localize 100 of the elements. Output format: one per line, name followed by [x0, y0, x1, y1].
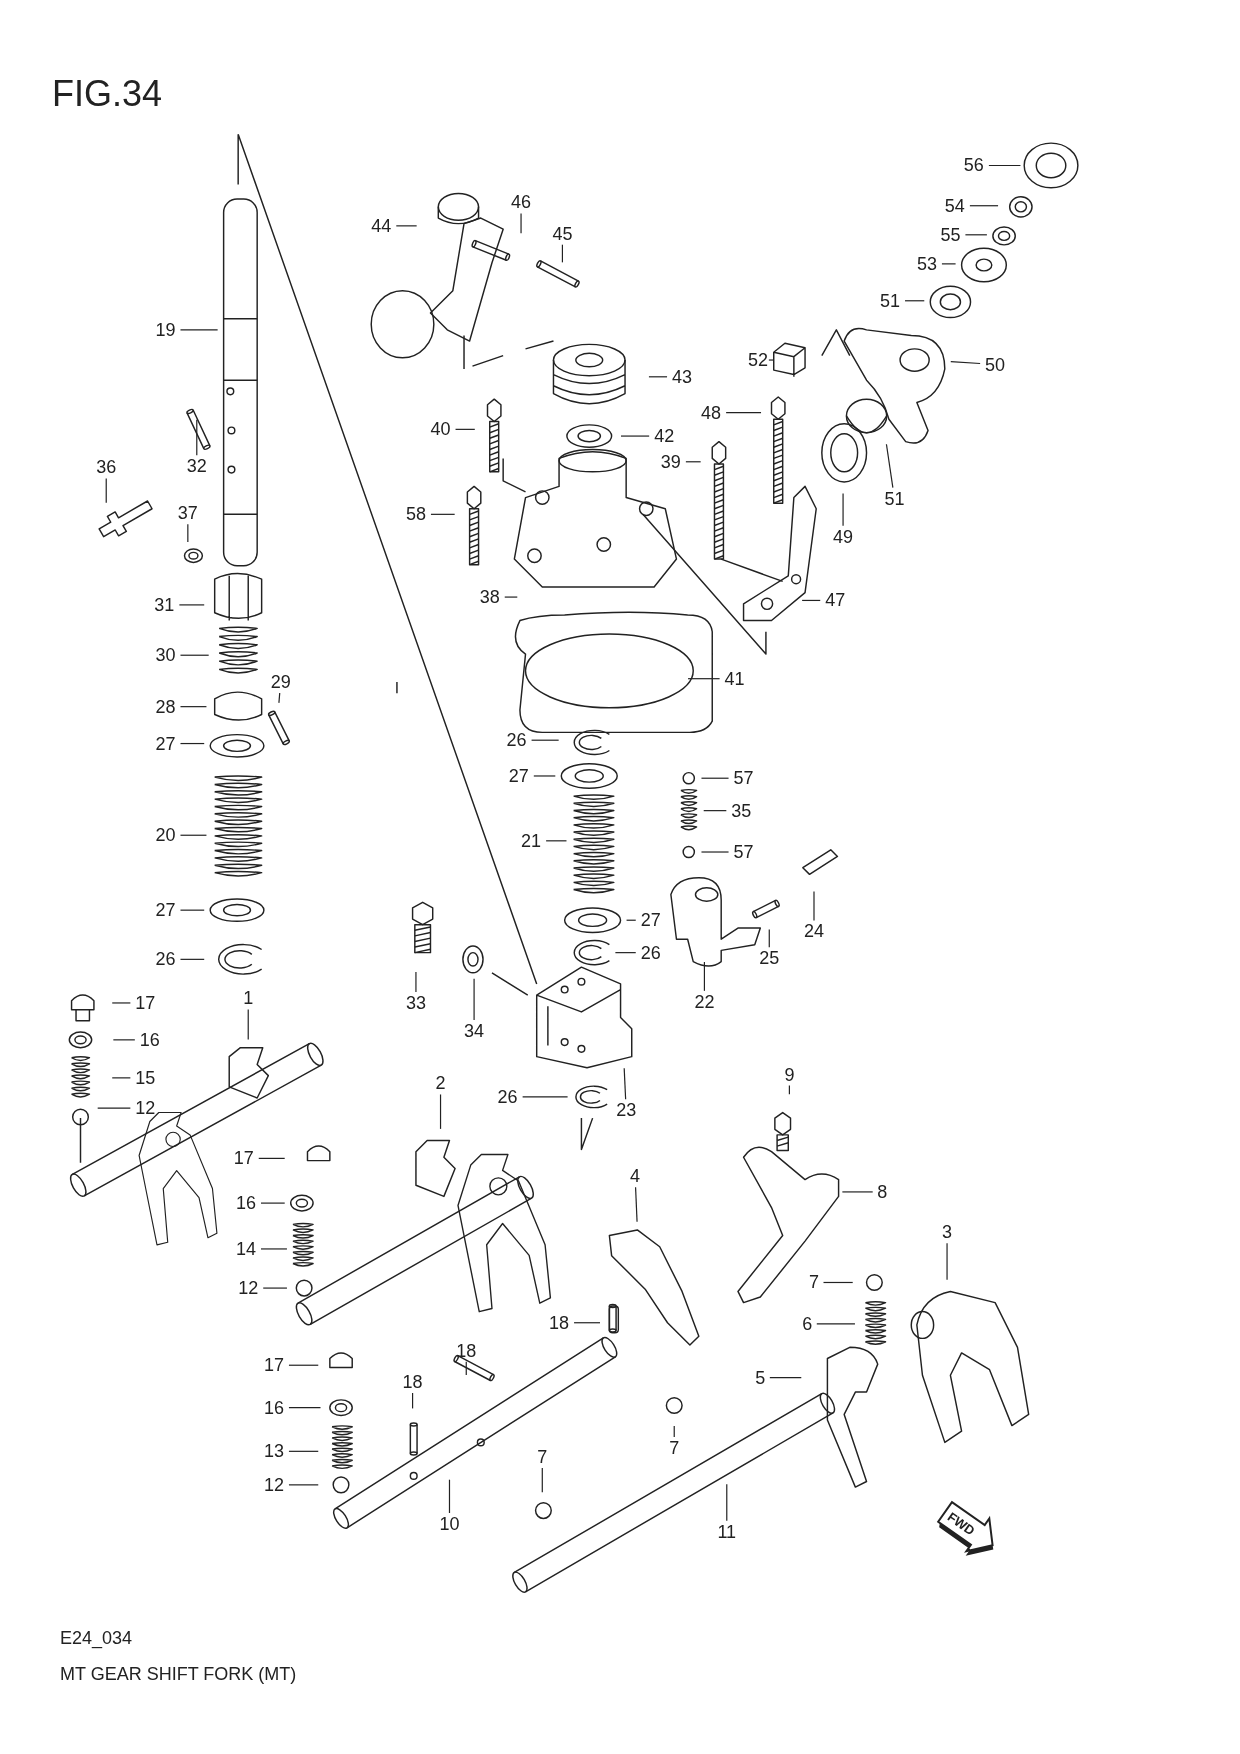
- callout-number: 32: [186, 456, 207, 477]
- leader-line: [700, 851, 730, 853]
- callout-number: 57: [733, 768, 754, 789]
- figure-title: FIG.34: [52, 76, 163, 112]
- leader-line: [179, 909, 205, 911]
- callout-number: 57: [733, 842, 754, 862]
- callout-number: 18: [402, 1372, 423, 1392]
- leader-line: [473, 978, 475, 1021]
- callout-number: 30: [155, 645, 176, 666]
- callout-number: 42: [654, 426, 675, 447]
- callout-number: 7: [809, 1272, 819, 1293]
- callout-number: 10: [439, 1514, 460, 1534]
- callout-number: 25: [759, 948, 780, 969]
- callout-number: 21: [521, 830, 542, 851]
- callout-number: 24: [803, 921, 824, 942]
- leader-line: [522, 1096, 569, 1098]
- callout-number: 5: [755, 1367, 766, 1388]
- leader-line: [430, 513, 456, 515]
- leader-line: [179, 706, 208, 708]
- leader-line: [196, 419, 198, 456]
- callout-number: 39: [660, 451, 681, 472]
- callout-number: 56: [963, 155, 984, 176]
- callout-number: 17: [263, 1355, 284, 1376]
- callout-number: 45: [552, 223, 573, 244]
- callout-number: 12: [135, 1098, 156, 1119]
- leader-line: [725, 412, 762, 414]
- callout-number: 27: [508, 765, 529, 786]
- leader-line: [801, 599, 821, 602]
- figure-caption: MT GEAR SHIFT FORK (MT): [60, 1664, 297, 1685]
- callout-number: 27: [155, 900, 176, 921]
- leader-line: [541, 1467, 543, 1493]
- callout-number: 7: [537, 1446, 548, 1467]
- leader-line: [687, 678, 721, 680]
- callout-number: 16: [235, 1193, 256, 1214]
- callout-number: 26: [506, 730, 527, 751]
- leader-line: [768, 928, 770, 948]
- callout-number: 2: [435, 1073, 446, 1094]
- callout-number: 27: [640, 910, 661, 931]
- leader-line: [964, 234, 988, 236]
- callout-number: 11: [717, 1521, 737, 1542]
- callout-number: 1: [243, 988, 254, 1009]
- callout-number: 12: [238, 1278, 259, 1299]
- callout-number: 52: [748, 350, 769, 371]
- leader-line: [111, 1002, 131, 1004]
- leader-line: [941, 263, 957, 265]
- callout-number: 19: [155, 319, 176, 340]
- leader-line: [950, 360, 981, 365]
- callout-number: 17: [135, 992, 156, 1013]
- callout-number: 37: [177, 503, 198, 524]
- callout-number: 35: [731, 800, 752, 821]
- callout-number: 46: [511, 192, 532, 213]
- callout-number: 26: [640, 942, 661, 963]
- leader-line: [262, 1287, 288, 1289]
- leader-line: [885, 443, 894, 489]
- callout-number: 33: [405, 992, 426, 1013]
- callout-number: 26: [497, 1086, 518, 1107]
- fwd-direction-arrow: FWD: [936, 1500, 994, 1556]
- leader-line: [946, 1242, 948, 1281]
- callout-number: 18: [456, 1340, 477, 1361]
- callout-number: 16: [263, 1397, 284, 1418]
- callout-number: 6: [802, 1313, 813, 1334]
- drawing-code: E24_034: [60, 1628, 133, 1649]
- leader-line: [788, 1084, 790, 1095]
- leader-line: [179, 654, 210, 656]
- callout-number: 50: [985, 354, 1006, 375]
- leader-line: [769, 1376, 802, 1379]
- callout-number: 3: [942, 1222, 953, 1243]
- leader-line: [726, 1483, 728, 1522]
- leader-line: [969, 205, 999, 207]
- leader-line: [561, 244, 563, 263]
- leader-line: [412, 1392, 414, 1410]
- leader-line: [623, 1067, 627, 1100]
- leader-line: [179, 742, 205, 745]
- leader-line: [247, 1008, 249, 1041]
- leader-line: [504, 596, 518, 598]
- callout-number: 47: [825, 590, 846, 611]
- leader-line: [179, 834, 208, 836]
- leader-line: [768, 359, 774, 361]
- leader-line: [260, 1202, 286, 1204]
- callout-number: 8: [877, 1181, 888, 1202]
- leader-line: [454, 428, 476, 430]
- callout-number: 28: [155, 696, 176, 717]
- leader-line: [97, 1107, 131, 1109]
- callout-number: 18: [549, 1312, 570, 1333]
- callout-number: 29: [270, 672, 291, 693]
- callout-number: 15: [135, 1067, 156, 1088]
- leader-line: [465, 1361, 467, 1376]
- callout-number: 40: [430, 419, 451, 440]
- leader-line: [395, 225, 418, 227]
- leader-line: [533, 775, 556, 777]
- leader-line: [648, 376, 668, 378]
- leader-line: [700, 777, 730, 779]
- callout-number: 17: [233, 1148, 254, 1169]
- leader-line: [842, 492, 844, 527]
- leader-line: [288, 1407, 322, 1409]
- leader-line: [187, 523, 189, 543]
- leader-line: [625, 919, 637, 921]
- leader-line: [415, 971, 417, 993]
- leader-line: [288, 1364, 319, 1366]
- callout-number: 38: [479, 587, 500, 608]
